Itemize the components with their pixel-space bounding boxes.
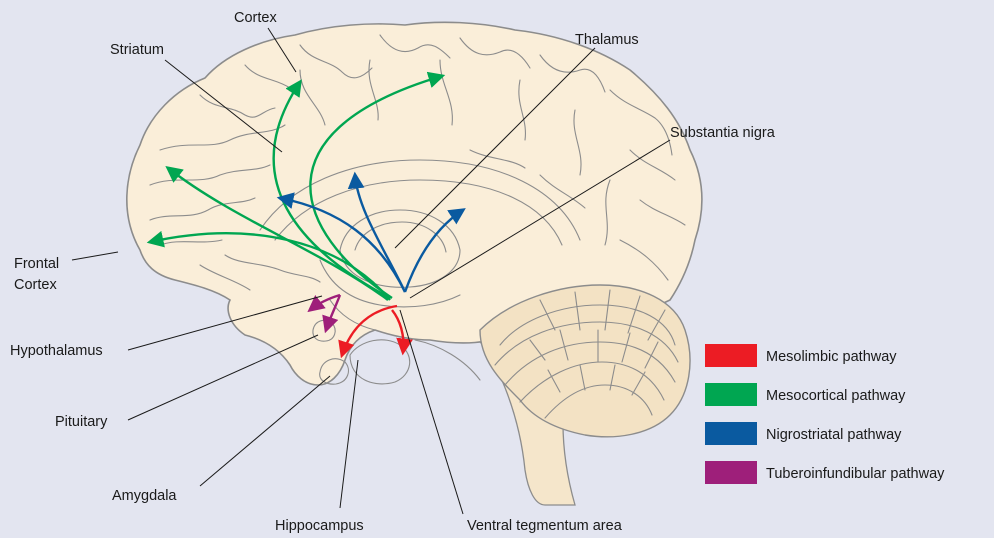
label-cortex: Cortex xyxy=(234,10,277,26)
label-hypothalamus: Hypothalamus xyxy=(10,343,103,359)
legend: Mesolimbic pathway Mesocortical pathway … xyxy=(705,344,945,484)
label-striatum: Striatum xyxy=(110,42,164,58)
label-amygdala: Amygdala xyxy=(112,488,177,504)
label-ventral-tegmentum-area: Ventral tegmentum area xyxy=(467,518,623,534)
legend-label-tuberoinfundibular: Tuberoinfundibular pathway xyxy=(766,466,945,482)
label-hippocampus: Hippocampus xyxy=(275,518,364,534)
label-frontal-cortex-line1: Frontal xyxy=(14,256,59,272)
legend-label-nigrostriatal: Nigrostriatal pathway xyxy=(766,427,902,443)
legend-swatch-mesocortical xyxy=(705,383,757,406)
legend-item-tuberoinfundibular: Tuberoinfundibular pathway xyxy=(705,461,945,484)
hippocampus-structure xyxy=(350,340,410,384)
label-pituitary: Pituitary xyxy=(55,414,108,430)
label-thalamus: Thalamus xyxy=(575,32,639,48)
legend-item-nigrostriatal: Nigrostriatal pathway xyxy=(705,422,902,445)
legend-label-mesocortical: Mesocortical pathway xyxy=(766,388,906,404)
legend-swatch-nigrostriatal xyxy=(705,422,757,445)
legend-swatch-mesolimbic xyxy=(705,344,757,367)
legend-label-mesolimbic: Mesolimbic pathway xyxy=(766,349,897,365)
legend-swatch-tuberoinfundibular xyxy=(705,461,757,484)
label-substantia-nigra: Substantia nigra xyxy=(670,125,776,141)
label-frontal-cortex-line2: Cortex xyxy=(14,277,57,293)
legend-item-mesocortical: Mesocortical pathway xyxy=(705,383,906,406)
legend-item-mesolimbic: Mesolimbic pathway xyxy=(705,344,897,367)
